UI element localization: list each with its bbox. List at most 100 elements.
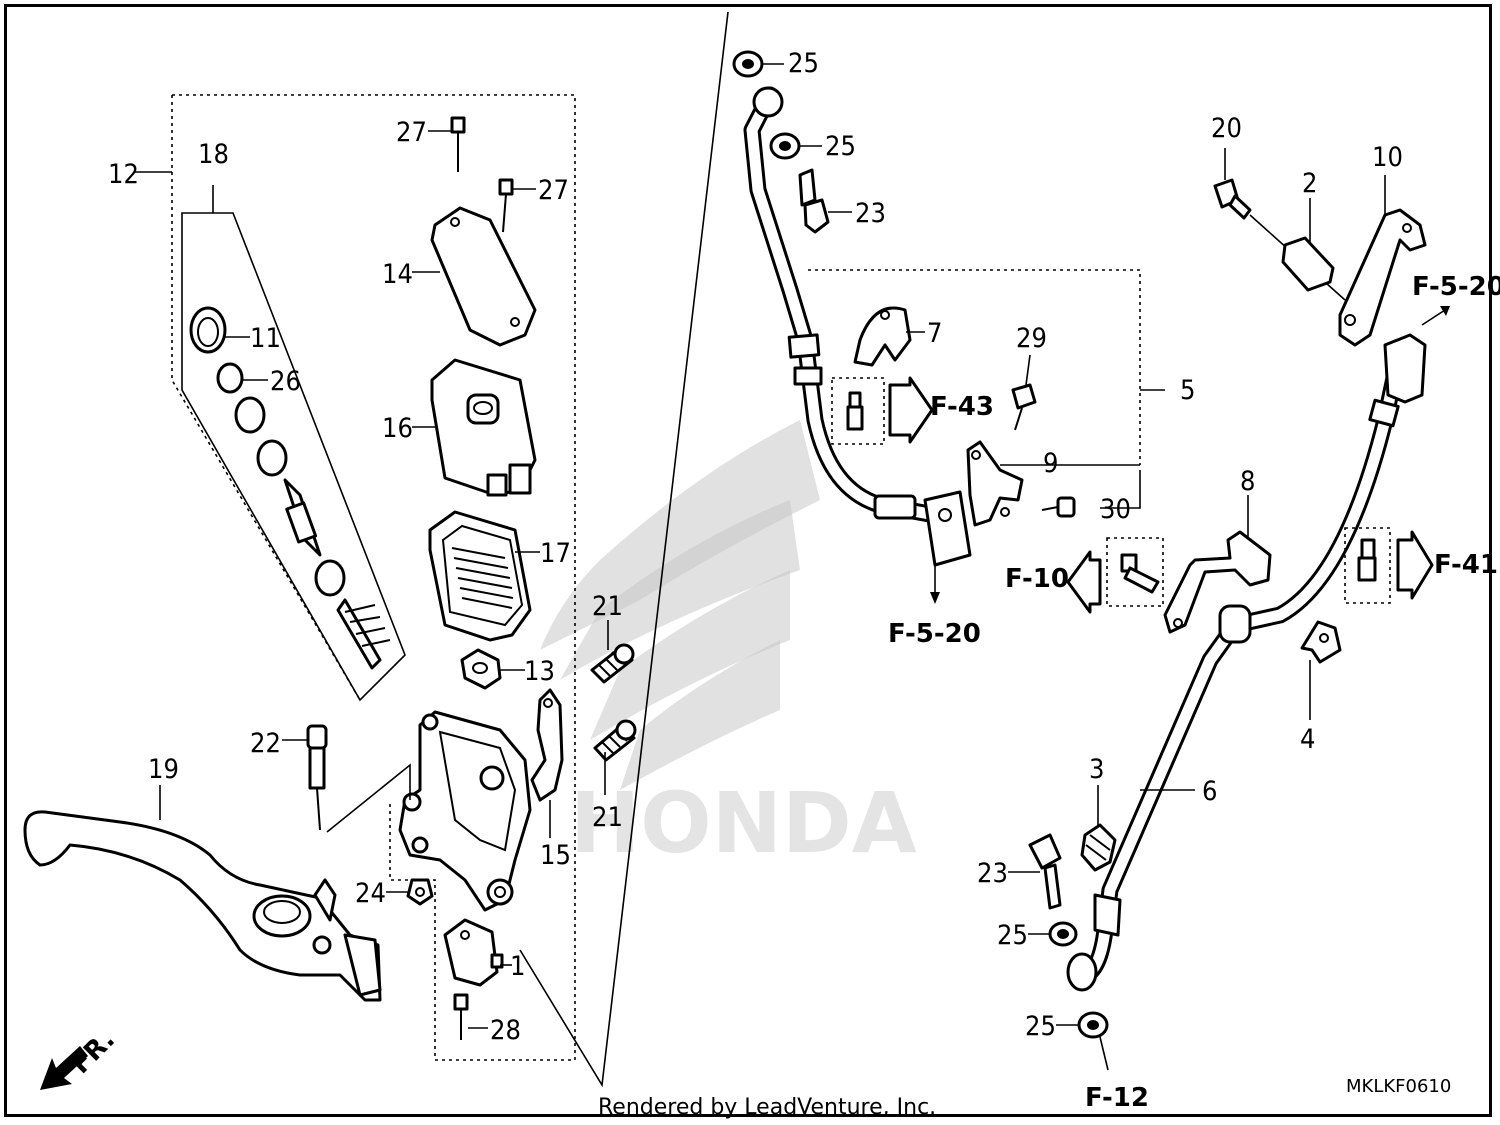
callout-3: 3 [1089, 754, 1104, 785]
oil-bolt-23-lower [1028, 833, 1062, 910]
callout-21-upper: 21 [592, 591, 623, 622]
callout-7: 7 [927, 318, 942, 349]
bracket-10 [1338, 208, 1427, 347]
callout-6: 6 [1202, 776, 1217, 807]
diagram-code: MKLKF0610 [1346, 1076, 1451, 1097]
screw-28 [453, 993, 469, 1040]
callout-5: 5 [1180, 375, 1195, 406]
nut-24 [406, 878, 434, 906]
callout-9: 9 [1043, 448, 1058, 479]
callout-12: 12 [108, 159, 139, 190]
ref-f5-20-mid: F-5-20 [888, 619, 981, 649]
callout-30: 30 [1100, 494, 1131, 525]
callout-11: 11 [250, 323, 281, 354]
hose-bracket-9 [966, 440, 1024, 527]
bolt-29 [1011, 383, 1037, 431]
callout-2: 2 [1302, 168, 1317, 199]
callout-26: 26 [270, 366, 301, 397]
leader-29 [1025, 354, 1031, 386]
callout-10: 10 [1372, 142, 1403, 173]
bolt-21-lower [593, 719, 637, 762]
reference-labels: F-5-20 F-43 F-5-20 F-10 F-41 F-12 [888, 272, 1500, 1113]
ref-box-f41 [1344, 527, 1391, 604]
honda-wing-watermark-icon: HONDA [540, 420, 917, 872]
pivot-bolt-22 [306, 724, 328, 831]
callout-23-lower: 23 [977, 858, 1008, 889]
clip-13 [460, 648, 502, 690]
front-direction-arrow-icon [40, 1046, 88, 1090]
kit-12-dashed-box [172, 94, 576, 1061]
washer-25-third [1048, 921, 1078, 947]
callout-4: 4 [1300, 724, 1315, 755]
callout-25-third: 25 [997, 920, 1028, 951]
screw-27-lower [498, 178, 514, 233]
callout-24: 24 [355, 878, 386, 909]
piston-kit-parts [189, 306, 391, 670]
clamp-7 [853, 306, 912, 367]
callout-28: 28 [490, 1015, 521, 1046]
f43-arrow-icon [888, 376, 934, 444]
direction-label: FR. [66, 1025, 121, 1080]
callout-21-lower: 21 [592, 802, 623, 833]
arrow-down-icon [930, 592, 940, 604]
callout-14: 14 [382, 259, 413, 290]
piston-kit-18-outline [181, 212, 406, 702]
cushion-3 [1080, 823, 1117, 872]
callout-23-upper: 23 [855, 198, 886, 229]
arrow-upright-icon [1440, 306, 1450, 316]
bolt-in-f10-box [1120, 553, 1160, 594]
honda-watermark-text: HONDA [570, 774, 917, 872]
credit-text: Rendered by LeadVenture, Inc. [598, 1095, 936, 1120]
plate-2 [1281, 236, 1335, 292]
bracket-8 [1163, 530, 1272, 634]
callout-8: 8 [1240, 466, 1255, 497]
bolt-30 [1041, 496, 1076, 518]
callout-13: 13 [524, 656, 555, 687]
leader-f12 [1099, 1036, 1109, 1071]
oil-bolt-23-upper [798, 168, 830, 234]
diaphragm-plate-16 [430, 358, 537, 497]
callout-18: 18 [198, 139, 229, 170]
bolt-20 [1213, 178, 1252, 220]
callout-29: 29 [1016, 323, 1047, 354]
ref-box-f10 [1106, 537, 1164, 607]
callout-17: 17 [540, 538, 571, 569]
callout-25-top: 25 [788, 48, 819, 79]
leader-22-outline [326, 763, 411, 833]
ref-box-f43 [831, 377, 885, 445]
divider-lines [519, 11, 729, 1088]
ref-f43: F-43 [930, 392, 994, 422]
ref-f5-20-top: F-5-20 [1412, 272, 1500, 302]
brake-hose-lower [1066, 333, 1427, 992]
boot-15 [530, 688, 564, 802]
clamp-4 [1300, 620, 1342, 664]
callout-labels: 1 2 3 4 5 6 7 8 9 10 11 12 13 14 15 16 1… [108, 48, 1403, 1046]
callout-25-second: 25 [825, 131, 856, 162]
stop-switch-1 [443, 918, 504, 987]
callout-27-lower: 27 [538, 175, 569, 206]
kit-12-dashed-side [171, 95, 361, 701]
callout-20: 20 [1211, 113, 1242, 144]
reservoir-cap-14 [430, 206, 537, 347]
washer-25-second [769, 132, 801, 160]
f41-arrow-icon [1396, 530, 1434, 600]
leader-f5-20-top [1421, 309, 1446, 326]
callout-1: 1 [510, 951, 525, 982]
callout-27-upper: 27 [396, 117, 427, 148]
hose-assembly-5-box [808, 269, 1141, 465]
callout-25-bottom: 25 [1025, 1011, 1056, 1042]
callout-15: 15 [540, 840, 571, 871]
master-cylinder-body [398, 710, 532, 912]
brake-hose-upper [743, 86, 972, 567]
ref-f41: F-41 [1434, 550, 1498, 580]
callout-19: 19 [148, 754, 179, 785]
callout-16: 16 [382, 413, 413, 444]
f10-arrow-icon [1066, 550, 1102, 614]
diaphragm-17 [428, 510, 532, 642]
brake-lever-19 [23, 810, 382, 1002]
bolt-in-f41-box [1357, 538, 1377, 582]
bolt-in-f43-box [846, 391, 864, 431]
washer-25-top [732, 50, 764, 78]
